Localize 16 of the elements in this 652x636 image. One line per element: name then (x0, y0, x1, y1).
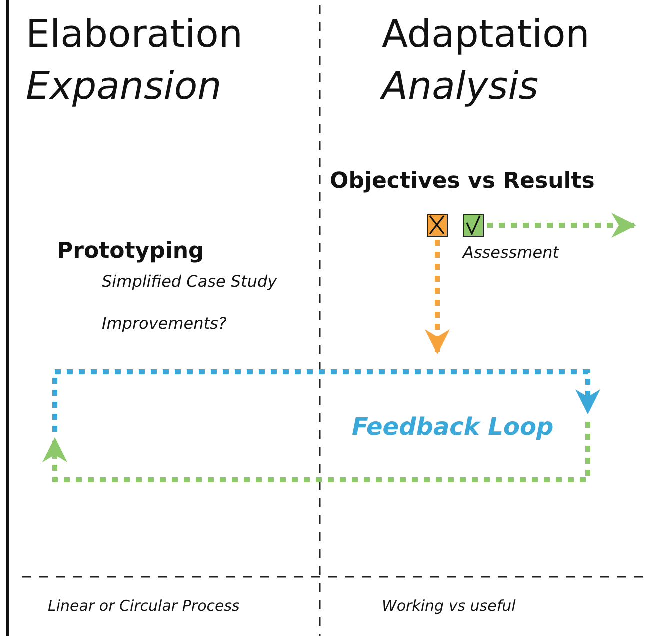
subheading: Expansion (26, 66, 222, 108)
footer-text: Working vs useful (382, 598, 516, 614)
footer-text: Linear or Circular Process (48, 598, 240, 614)
heading: Adaptation (382, 14, 590, 56)
arrow (487, 213, 636, 238)
section-title: Prototyping (57, 240, 204, 264)
checked-checkbox (463, 214, 484, 237)
loop-label: Feedback Loop (352, 414, 554, 440)
note-text: Improvements? (102, 315, 227, 333)
note-text: Assessment (463, 244, 559, 262)
arrow (425, 240, 450, 354)
note-text: Simplified Case Study (102, 273, 278, 291)
crossed-checkbox (427, 214, 448, 237)
subheading: Analysis (382, 66, 539, 108)
section-title: Objectives vs Results (330, 170, 595, 194)
heading: Elaboration (26, 14, 243, 56)
